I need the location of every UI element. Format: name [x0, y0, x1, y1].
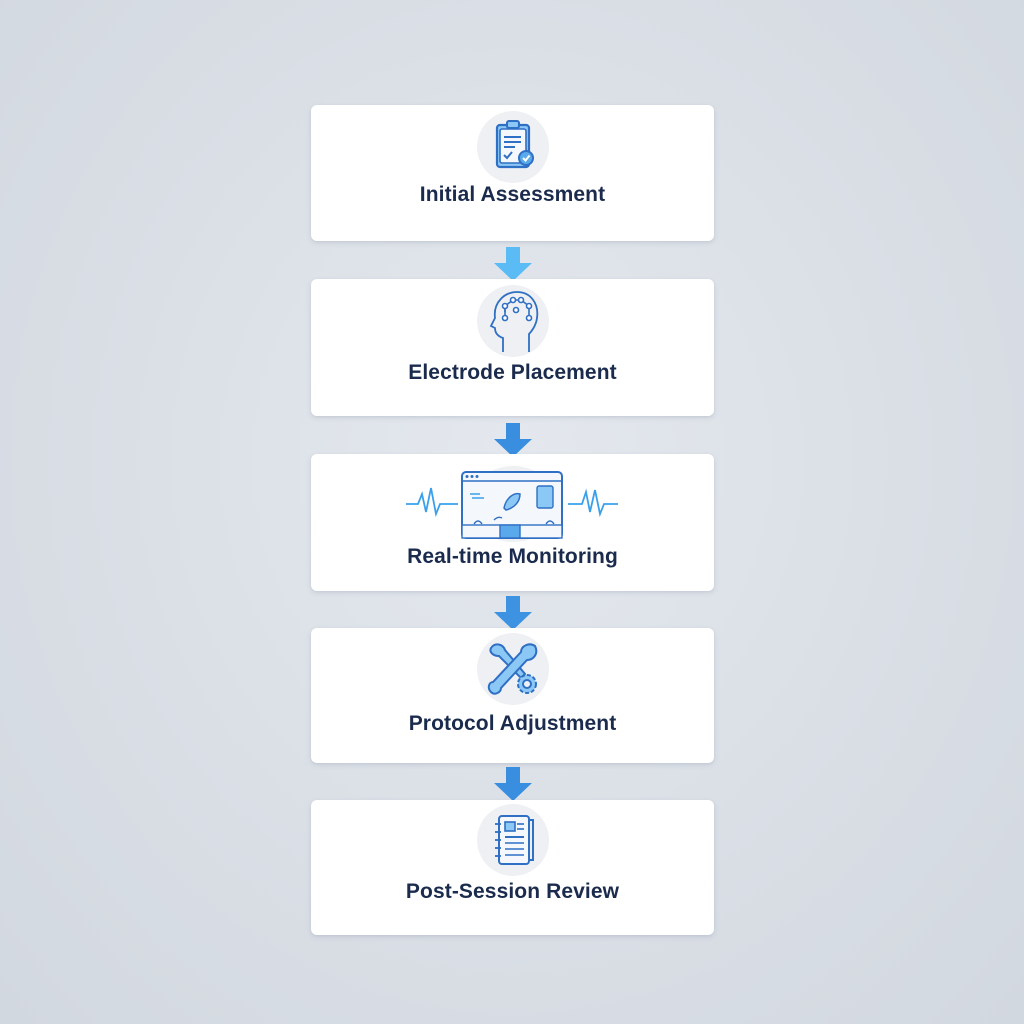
arrow-down-icon — [488, 767, 538, 807]
step-card-protocol-adjustment[interactable]: Protocol Adjustment — [311, 628, 714, 763]
step-card-initial-assessment[interactable]: Initial Assessment — [311, 105, 714, 241]
notebook-report-icon — [476, 804, 549, 876]
arrow-down-icon — [488, 596, 538, 636]
step-label: Post-Session Review — [405, 880, 620, 903]
step-label: Initial Assessment — [419, 183, 606, 206]
step-card-electrode-placement[interactable]: Electrode Placement — [311, 279, 714, 416]
step-label: Electrode Placement — [408, 361, 617, 384]
head-electrodes-icon — [476, 285, 549, 357]
arrow-down-icon — [488, 423, 538, 463]
wrench-gear-icon — [476, 633, 549, 705]
monitor-waveform-icon — [404, 462, 622, 547]
step-card-post-session-review[interactable]: Post-Session Review — [311, 800, 714, 935]
clipboard-check-icon — [476, 111, 549, 183]
arrow-down-icon — [488, 247, 538, 287]
step-label: Real-time Monitoring — [407, 545, 618, 568]
step-card-real-time-monitoring[interactable]: Real-time Monitoring — [311, 454, 714, 591]
step-label: Protocol Adjustment — [408, 712, 617, 735]
